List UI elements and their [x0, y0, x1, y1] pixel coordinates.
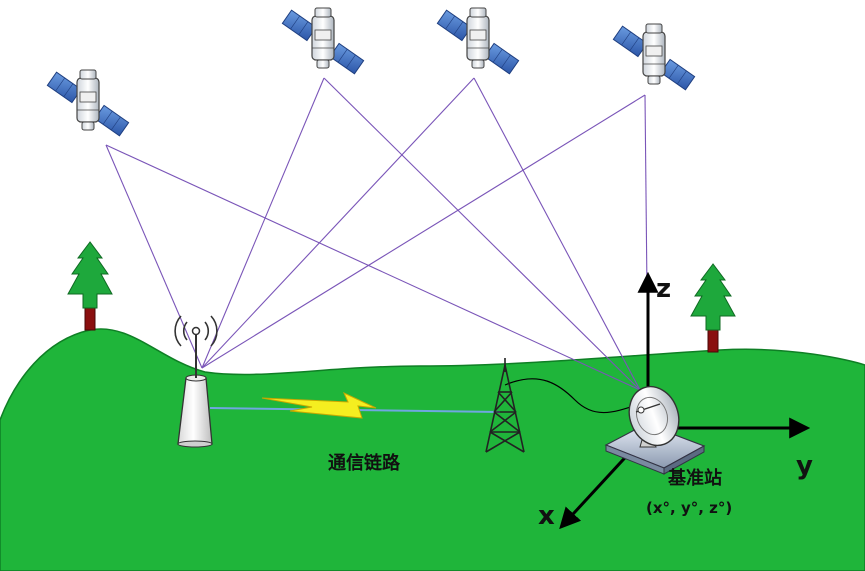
signal-lines: [105, 77, 649, 391]
y-axis-label: y: [796, 451, 813, 481]
base-station-coordinates: (x°, y°, z°): [646, 499, 732, 517]
radio-tower-icon: [485, 358, 525, 453]
ground: [0, 328, 865, 571]
x-axis-label: x: [538, 501, 555, 531]
cable-line: [504, 378, 641, 414]
lightning-icon: [261, 391, 377, 419]
satellite-icon: [436, 7, 520, 75]
satellite-icon: [46, 69, 130, 137]
satellite-icon: [612, 23, 696, 91]
mobile-receiver-icon: [174, 315, 218, 448]
tree-icon: [67, 241, 113, 331]
z-axis-label: z: [656, 274, 671, 304]
base-station-label: 基准站: [667, 467, 722, 489]
base-station-antenna-icon: [604, 385, 706, 475]
satellite-icon: [281, 7, 365, 75]
comm-link-label: 通信链路: [328, 452, 401, 474]
tree-icon: [690, 263, 736, 353]
